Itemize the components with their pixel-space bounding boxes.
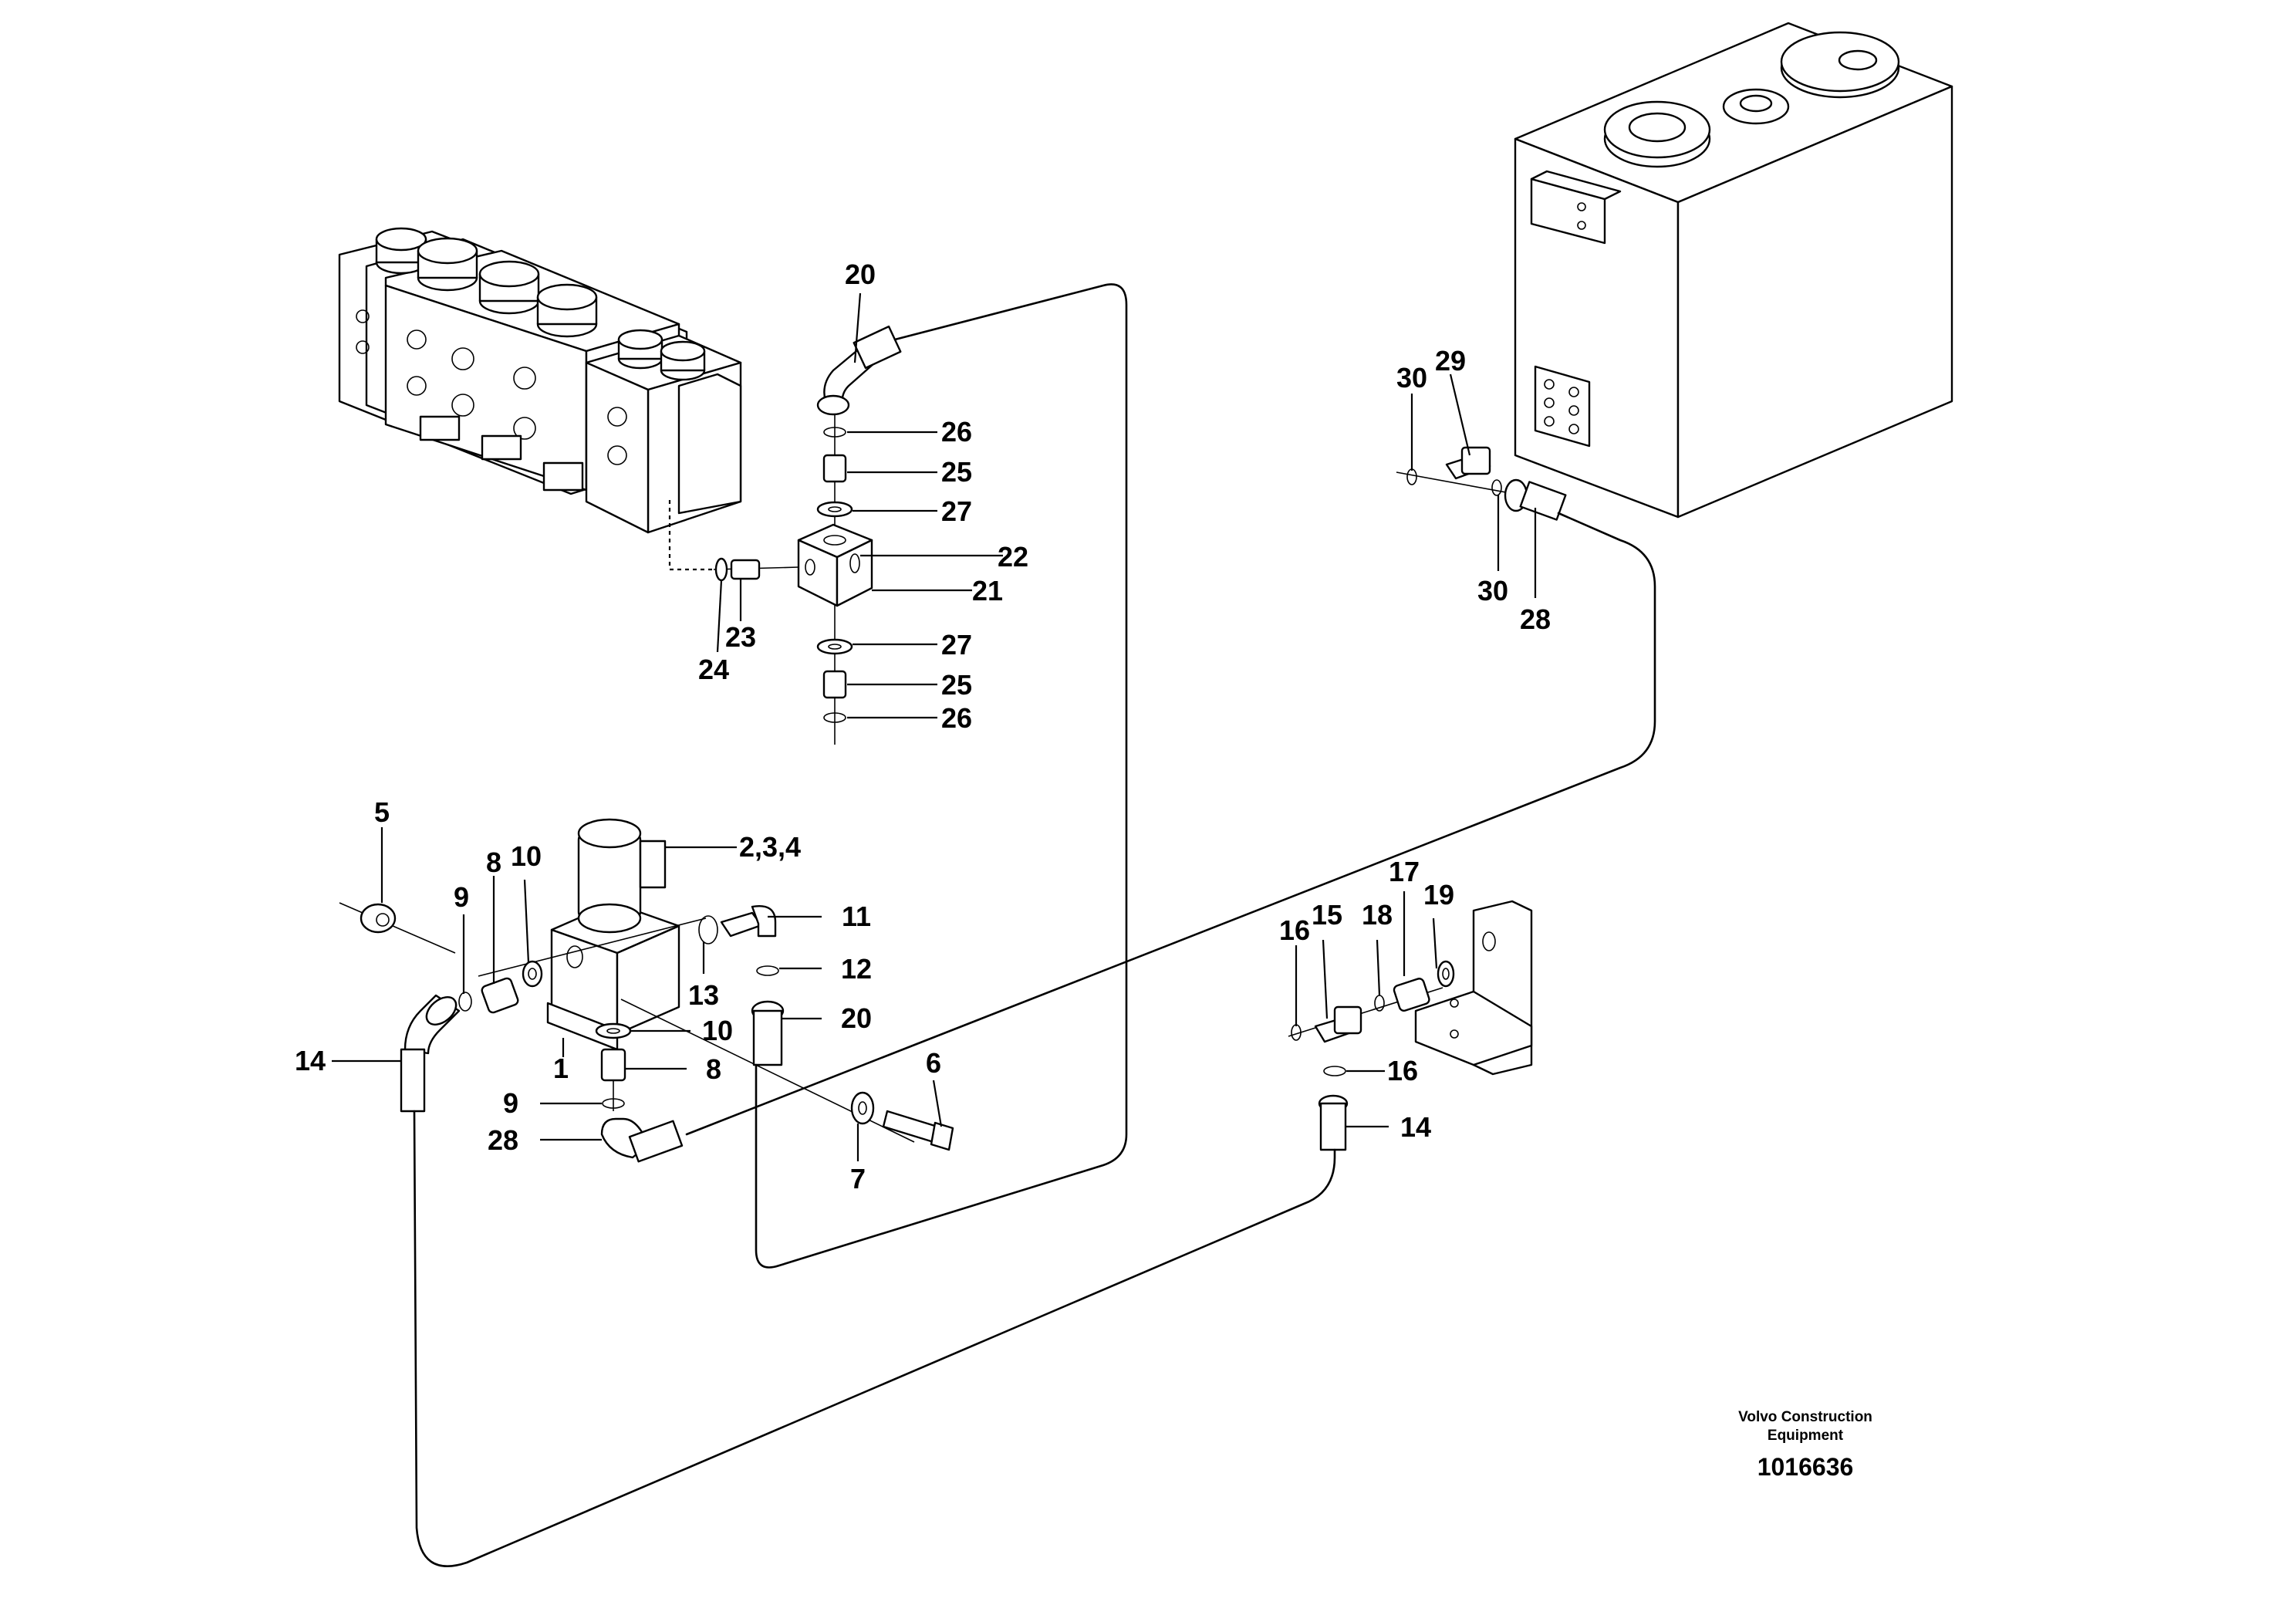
part-label: 15 xyxy=(1312,899,1342,931)
leader-lines xyxy=(332,292,1537,1161)
part-label: 10 xyxy=(511,840,542,872)
part-label: 30 xyxy=(1396,362,1427,394)
maker-name-line-2: Equipment xyxy=(1768,1428,1844,1444)
part-label: 12 xyxy=(841,953,872,985)
part-label: 27 xyxy=(941,495,972,527)
hydraulic-tank xyxy=(1514,22,1953,519)
part-label: 17 xyxy=(1389,856,1420,887)
part-label: 25 xyxy=(941,669,972,701)
part-label: 29 xyxy=(1435,345,1466,377)
lower-fittings xyxy=(595,1022,684,1163)
drawing-number: 1016636 xyxy=(1757,1453,1854,1481)
part-label: 16 xyxy=(1279,914,1310,946)
part-label: 9 xyxy=(503,1087,518,1119)
part-labels: 20 26 25 27 22 21 27 25 26 23 24 30 29 3… xyxy=(295,259,1551,1195)
part-label: 2,3,4 xyxy=(739,831,801,863)
part-label: 19 xyxy=(1423,879,1454,911)
part-label: 14 xyxy=(295,1045,326,1076)
part-label: 13 xyxy=(688,979,719,1011)
maker-name-line-1: Volvo Construction xyxy=(1738,1409,1872,1425)
part-label: 30 xyxy=(1477,575,1508,607)
part-label: 23 xyxy=(725,621,756,653)
part-label: 8 xyxy=(706,1053,721,1085)
bolt-and-washer xyxy=(850,1091,954,1151)
part-label: 11 xyxy=(842,901,871,932)
hoses xyxy=(413,283,1656,1567)
left-fittings xyxy=(339,902,543,1014)
part-label: 20 xyxy=(845,259,876,290)
part-label: 8 xyxy=(486,846,501,878)
part-label: 24 xyxy=(698,654,729,685)
part-label: 16 xyxy=(1387,1055,1418,1086)
upper-fitting-stack xyxy=(713,325,902,745)
part-label: 25 xyxy=(941,456,972,488)
pilot-line-dashed xyxy=(668,500,714,571)
hose-14-left-end xyxy=(400,994,461,1113)
part-label: 14 xyxy=(1400,1111,1431,1143)
part-label: 5 xyxy=(374,796,390,828)
part-label: 26 xyxy=(941,702,972,734)
part-label: 9 xyxy=(454,881,469,913)
part-label: 26 xyxy=(941,416,972,448)
part-label: 27 xyxy=(941,629,972,661)
part-label: 7 xyxy=(850,1163,866,1195)
part-label: 18 xyxy=(1362,899,1393,931)
part-label: 21 xyxy=(972,575,1003,607)
right-fitting-assembly xyxy=(1288,900,1533,1151)
part-label: 28 xyxy=(1520,603,1551,635)
control-valve-block xyxy=(338,227,742,534)
solenoid-valve xyxy=(478,818,915,1143)
title-block: Volvo Construction Equipment 1016636 xyxy=(1738,1409,1872,1481)
part-label: 22 xyxy=(998,541,1028,573)
part-label: 1 xyxy=(553,1053,569,1084)
right-fittings xyxy=(698,905,785,1066)
tank-fittings xyxy=(1396,446,1567,521)
part-label: 10 xyxy=(702,1015,733,1046)
part-label: 28 xyxy=(488,1124,518,1156)
part-label: 6 xyxy=(926,1047,941,1079)
part-label: 20 xyxy=(841,1002,872,1034)
